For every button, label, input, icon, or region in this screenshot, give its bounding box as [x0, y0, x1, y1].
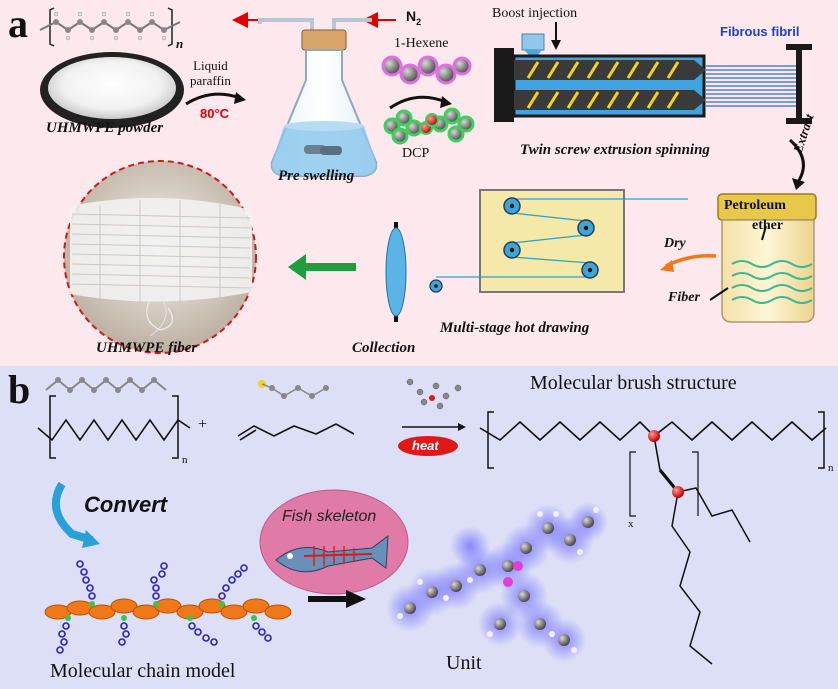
heat-label: heat [412, 438, 439, 453]
panel-a-label: a [8, 1, 28, 46]
fish-skeleton-badge [259, 489, 409, 595]
extract-arrow [788, 138, 805, 183]
panel-b-label: b [8, 367, 31, 412]
collection-spindle [385, 222, 407, 322]
twin-screw-label: Twin screw extrusion spinning [520, 142, 710, 158]
liquid-paraffin-label: Liquid paraffin [190, 58, 231, 88]
brush-title: Molecular brush structure [530, 372, 737, 394]
temperature-label: 80°C [200, 106, 230, 121]
dry-label: Dry [664, 236, 686, 251]
x-subscript: x [628, 518, 634, 530]
hot-drawing-box [429, 189, 688, 293]
hot-drawing-label: Multi-stage hot drawing [440, 320, 590, 336]
panel-b-background [0, 366, 838, 689]
pre-swelling-label: Pre swelling [278, 168, 355, 184]
polyethylene-structure [37, 377, 191, 459]
fibrous-fibril-label: Fibrous fibril [720, 24, 800, 39]
black-arrow [308, 590, 366, 608]
n-subscript-2: n [828, 462, 834, 474]
unit-molecule [386, 502, 608, 662]
n-subscript: n [176, 36, 184, 51]
dcp-heat-reagent [398, 378, 466, 456]
ether-label: ether [752, 218, 784, 233]
dcp-label: DCP [402, 146, 430, 161]
pe-chain-top [39, 7, 181, 47]
plus-sign: + [198, 416, 208, 433]
petroleum-ether-jar [709, 193, 817, 323]
convert-label: Convert [84, 492, 168, 517]
hexene-label: 1-Hexene [394, 36, 449, 51]
dry-arrow [665, 253, 717, 268]
uhmwpe-fiber-label: UHMWPE fiber [96, 340, 198, 356]
twin-screw-extruder [494, 22, 812, 124]
arrow-to-flask [185, 92, 241, 106]
fish-skeleton-label: Fish skeleton [282, 508, 377, 525]
dcp-molecule [383, 107, 475, 145]
hexene-molecule [381, 55, 472, 85]
molecular-chain-model [44, 560, 292, 654]
erlenmeyer-flask [232, 12, 396, 177]
petroleum-label: Petroleum [724, 198, 786, 213]
n-subscript-1: n [182, 454, 188, 466]
uhmwpe-fiber-photo [63, 160, 257, 354]
convert-arrow [51, 481, 94, 544]
n2-label: N2 [406, 8, 422, 27]
unit-label: Unit [446, 652, 482, 674]
arrow-to-extruder [389, 95, 447, 110]
brush-backbone [479, 411, 827, 665]
hexene-structure [237, 380, 355, 441]
chain-model-label: Molecular chain model [50, 660, 236, 682]
collection-label: Collection [352, 340, 416, 356]
powder-label: UHMWPE powder [46, 120, 164, 136]
green-arrow [288, 254, 356, 280]
uhmwpe-powder-dish [40, 52, 184, 128]
boost-injection-label: Boost injection [492, 6, 578, 21]
fiber-label: Fiber [668, 290, 700, 305]
